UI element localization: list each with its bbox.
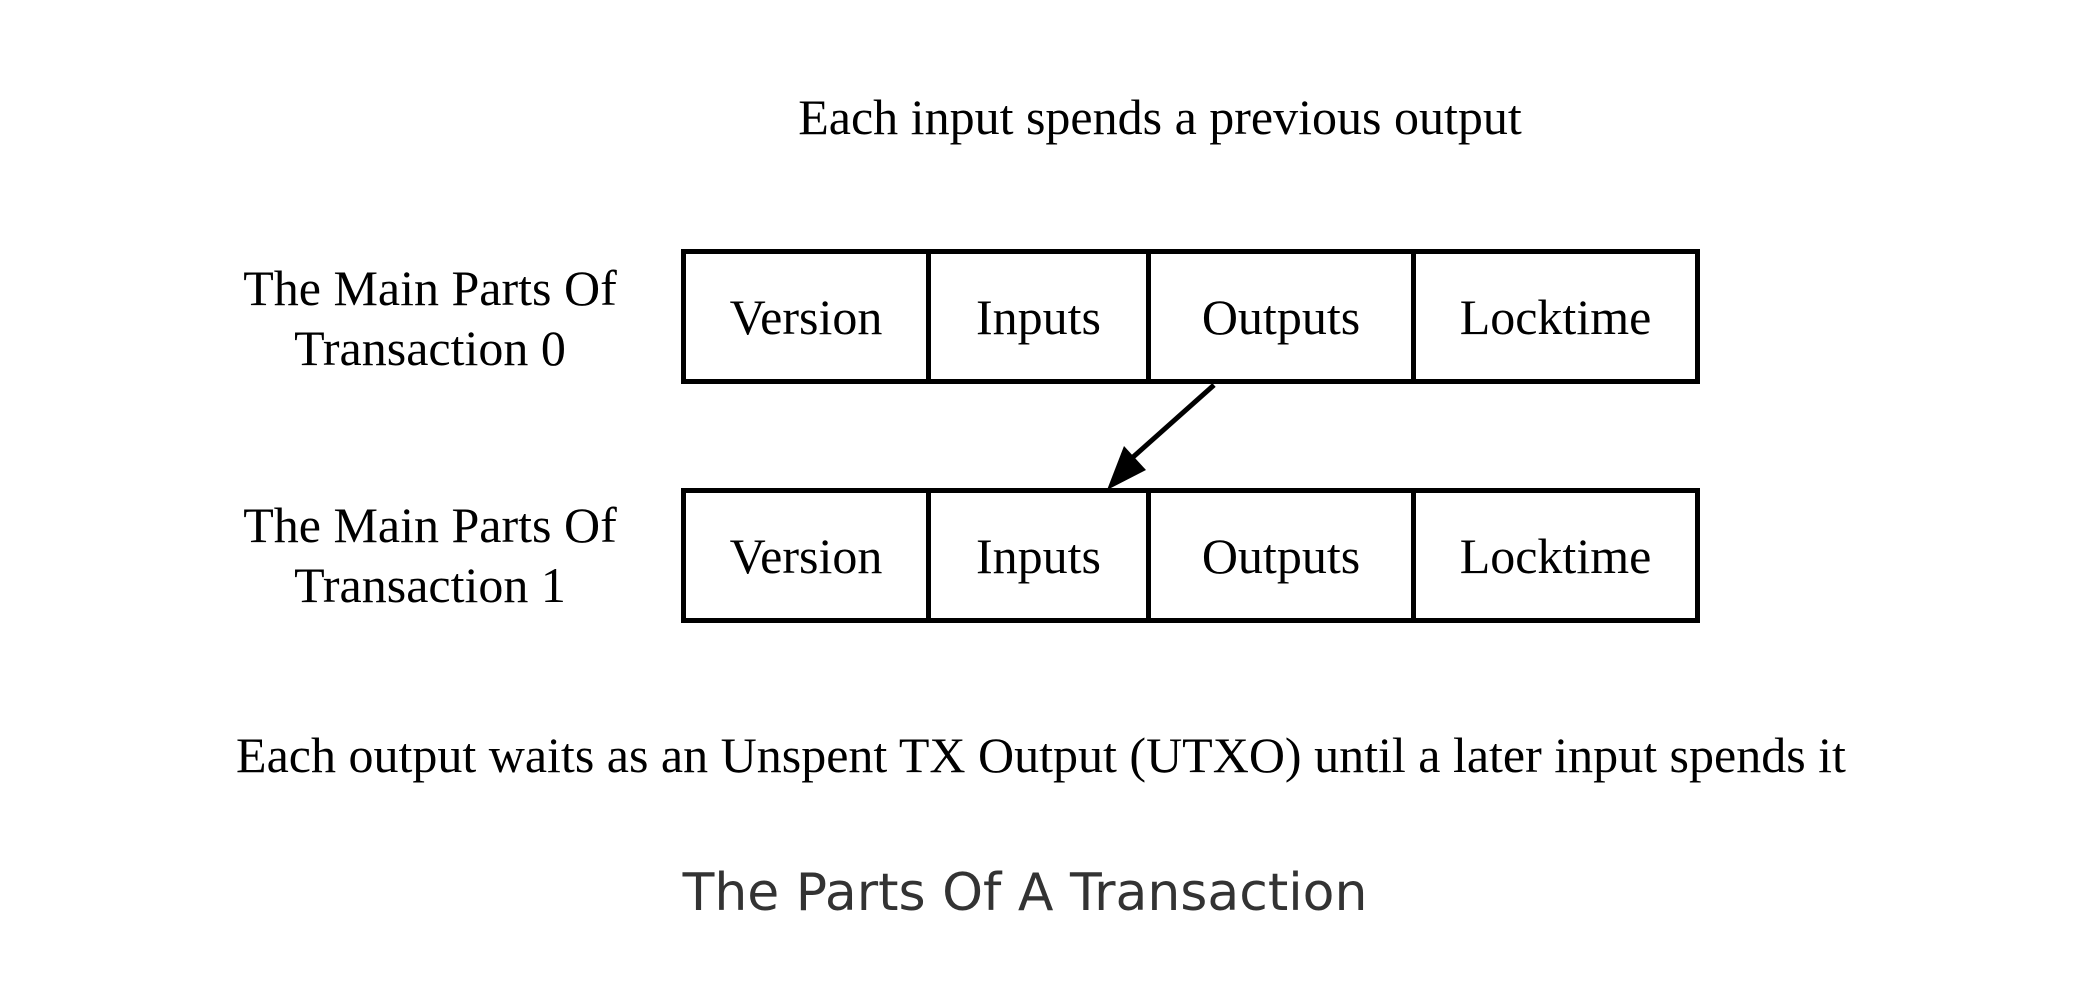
spend-arrow-line [1130,383,1216,460]
transaction-0-parts: Version Inputs Outputs Locktime [681,249,1700,384]
transaction-1-label: The Main Parts Of Transaction 1 [205,495,655,615]
tx1-inputs-cell: Inputs [931,493,1151,618]
tx1-outputs-cell: Outputs [1151,493,1416,618]
figure-caption: The Parts Of A Transaction [682,863,1368,923]
tx0-version-cell: Version [686,254,931,379]
tx1-locktime-cell: Locktime [1459,527,1652,584]
transaction-0-label: The Main Parts Of Transaction 0 [205,258,655,378]
tx0-outputs-cell: Outputs [1151,254,1416,379]
tx1-version-cell: Version [686,493,931,618]
bottom-caption: Each output waits as an Unspent TX Outpu… [236,727,1846,783]
transaction-1-label-line2: Transaction 1 [294,557,566,613]
transaction-1-label-line1: The Main Parts Of [243,497,617,553]
tx0-locktime-cell: Locktime [1459,288,1652,345]
transaction-1-parts: Version Inputs Outputs Locktime [681,488,1700,623]
transaction-0-label-line1: The Main Parts Of [243,260,617,316]
top-caption: Each input spends a previous output [798,89,1522,145]
transaction-0-label-line2: Transaction 0 [294,320,566,376]
tx0-inputs-cell: Inputs [931,254,1151,379]
spend-arrow-head-icon [1107,446,1146,490]
